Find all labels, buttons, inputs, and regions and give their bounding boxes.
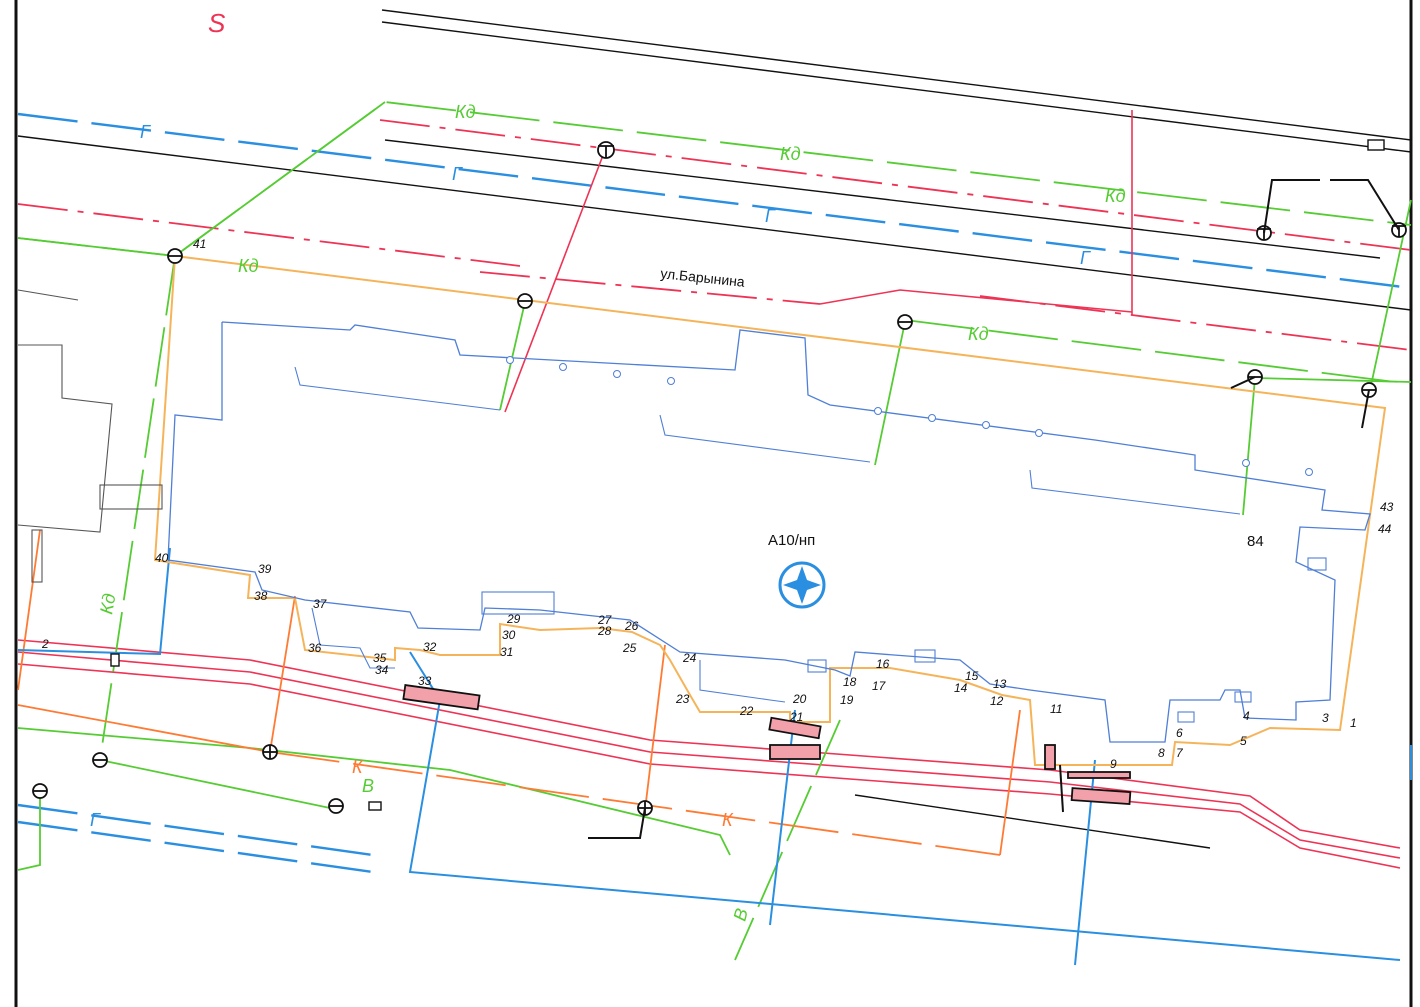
label-kd-4: Кд — [238, 256, 259, 276]
frame — [14, 0, 1413, 1007]
building-number: 84 — [1247, 533, 1264, 550]
point-1: 1 — [1350, 716, 1357, 730]
point-44: 44 — [1378, 522, 1392, 536]
point-4: 4 — [1243, 709, 1250, 723]
compass-star-icon — [778, 561, 826, 609]
label-kd-3: Кд — [1105, 186, 1126, 206]
pipe-crossings — [402, 684, 1132, 806]
point-36: 36 — [308, 641, 322, 655]
point-33: 33 — [418, 674, 432, 688]
point-41: 41 — [193, 237, 206, 251]
label-b-1: В — [362, 776, 374, 796]
utility-labels: Кд Кд Кд Кд Кд Кд Г Г Г Г Г К К В В — [90, 102, 1126, 923]
point-13: 13 — [993, 677, 1007, 691]
point-32: 32 — [423, 640, 437, 654]
point-28: 28 — [597, 624, 612, 638]
drainage-lines — [17, 101, 1412, 961]
label-g-3: Г — [765, 206, 776, 226]
point-23: 23 — [675, 692, 690, 706]
label-k-1: К — [352, 757, 364, 777]
label-kd-5: Кд — [968, 324, 989, 344]
street-label: ул.Барынина — [660, 265, 746, 290]
heat-lines — [17, 119, 1412, 351]
point-6: 6 — [1176, 726, 1183, 740]
point-12: 12 — [990, 694, 1004, 708]
point-15: 15 — [965, 669, 979, 683]
road-edges — [17, 9, 1412, 849]
point-40: 40 — [155, 551, 169, 565]
label-g-4: Г — [1080, 248, 1091, 268]
point-35: 35 — [373, 651, 387, 665]
gas-lines — [17, 112, 1412, 875]
point-numbers: 1 2 3 4 5 6 7 8 9 11 12 13 14 15 16 17 1… — [41, 237, 1394, 771]
point-39: 39 — [258, 562, 272, 576]
point-31: 31 — [500, 645, 513, 659]
label-kd-2: Кд — [780, 144, 801, 164]
point-38: 38 — [254, 589, 268, 603]
point-43: 43 — [1380, 500, 1394, 514]
point-7: 7 — [1176, 746, 1184, 760]
point-2: 2 — [41, 637, 49, 651]
label-kd-6: Кд — [96, 592, 119, 616]
lot-boundary — [153, 255, 1387, 766]
manhole-icon-group — [32, 141, 1407, 816]
point-3: 3 — [1322, 711, 1329, 725]
point-9: 9 — [1110, 757, 1117, 771]
point-21: 21 — [789, 710, 803, 724]
label-kd-1: Кд — [455, 102, 476, 122]
point-25: 25 — [622, 641, 637, 655]
north-label: S — [208, 8, 226, 38]
point-16: 16 — [876, 657, 890, 671]
label-g-2: Г — [452, 164, 463, 184]
point-30: 30 — [502, 628, 516, 642]
point-27: 27 — [597, 613, 613, 627]
point-18: 18 — [843, 675, 857, 689]
point-5: 5 — [1240, 734, 1247, 748]
point-37: 37 — [313, 597, 328, 611]
point-14: 14 — [954, 681, 968, 695]
point-11: 11 — [1050, 702, 1062, 716]
point-17: 17 — [872, 679, 887, 693]
heat-lines-solid — [17, 110, 1401, 869]
label-g-1: Г — [140, 122, 151, 142]
hydrant-icon — [110, 139, 1385, 811]
building-label: А10/нп — [768, 532, 815, 549]
connector-lines — [588, 179, 1400, 839]
point-24: 24 — [682, 651, 697, 665]
building-outline — [167, 321, 1371, 743]
point-26: 26 — [624, 619, 639, 633]
label-k-2: К — [722, 810, 734, 830]
point-8: 8 — [1158, 746, 1165, 760]
sewer-lines — [17, 529, 1021, 856]
neighbor-building — [17, 289, 163, 583]
point-19: 19 — [840, 693, 854, 707]
building-details — [294, 366, 1327, 739]
label-g-5: Г — [90, 810, 101, 830]
point-34: 34 — [375, 663, 389, 677]
point-20: 20 — [792, 692, 807, 706]
label-b-2: В — [730, 906, 752, 923]
point-29: 29 — [506, 612, 521, 626]
point-22: 22 — [739, 704, 754, 718]
lamp-posts — [506, 356, 1313, 476]
